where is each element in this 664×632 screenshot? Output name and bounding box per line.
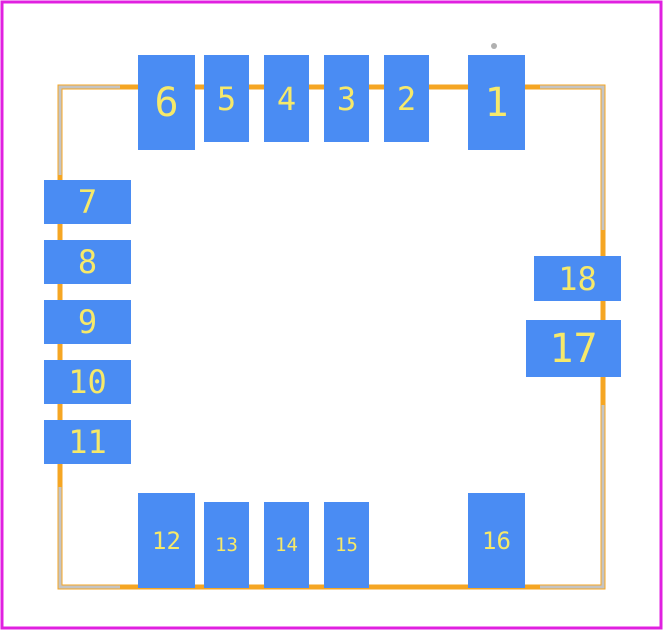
pad-14-label: 14 bbox=[275, 533, 298, 556]
pad-6[interactable]: 6 bbox=[138, 55, 195, 150]
pad-2-label: 2 bbox=[396, 79, 417, 118]
pad-7[interactable]: 7 bbox=[44, 180, 131, 224]
pad-10-label: 10 bbox=[68, 363, 107, 401]
pad-5[interactable]: 5 bbox=[204, 55, 249, 142]
pad-9-label: 9 bbox=[77, 303, 98, 341]
pad-15[interactable]: 15 bbox=[324, 502, 369, 588]
pad-13-label: 13 bbox=[215, 533, 238, 556]
pad-11-label: 11 bbox=[68, 423, 107, 461]
pad-13[interactable]: 13 bbox=[204, 502, 249, 588]
pad-2[interactable]: 2 bbox=[384, 55, 429, 142]
pad-15-label: 15 bbox=[335, 533, 358, 556]
pad-8-label: 8 bbox=[77, 243, 98, 281]
pad-11[interactable]: 11 bbox=[44, 420, 131, 464]
pad-10[interactable]: 10 bbox=[44, 360, 131, 404]
pad-4[interactable]: 4 bbox=[264, 55, 309, 142]
pad-12-label: 12 bbox=[152, 526, 181, 555]
pad-7-label: 7 bbox=[77, 183, 98, 221]
pad-3[interactable]: 3 bbox=[324, 55, 369, 142]
pad-17-label: 17 bbox=[549, 325, 598, 372]
pad-16-label: 16 bbox=[482, 526, 511, 555]
pad-6-label: 6 bbox=[154, 79, 179, 126]
pad-1[interactable]: 1 bbox=[468, 55, 525, 150]
pad-9[interactable]: 9 bbox=[44, 300, 131, 344]
pad-1-label: 1 bbox=[484, 79, 509, 126]
body-outline bbox=[58, 85, 605, 589]
pad-8[interactable]: 8 bbox=[44, 240, 131, 284]
pin1-marker bbox=[491, 43, 497, 49]
pad-16[interactable]: 16 bbox=[468, 493, 525, 588]
pad-14[interactable]: 14 bbox=[264, 502, 309, 588]
pad-17[interactable]: 17 bbox=[526, 320, 621, 377]
pad-18-label: 18 bbox=[558, 259, 597, 298]
pad-12[interactable]: 12 bbox=[138, 493, 195, 588]
pad-18[interactable]: 18 bbox=[534, 256, 621, 301]
pad-3-label: 3 bbox=[336, 79, 357, 118]
pad-5-label: 5 bbox=[216, 79, 237, 118]
pad-4-label: 4 bbox=[276, 79, 297, 118]
